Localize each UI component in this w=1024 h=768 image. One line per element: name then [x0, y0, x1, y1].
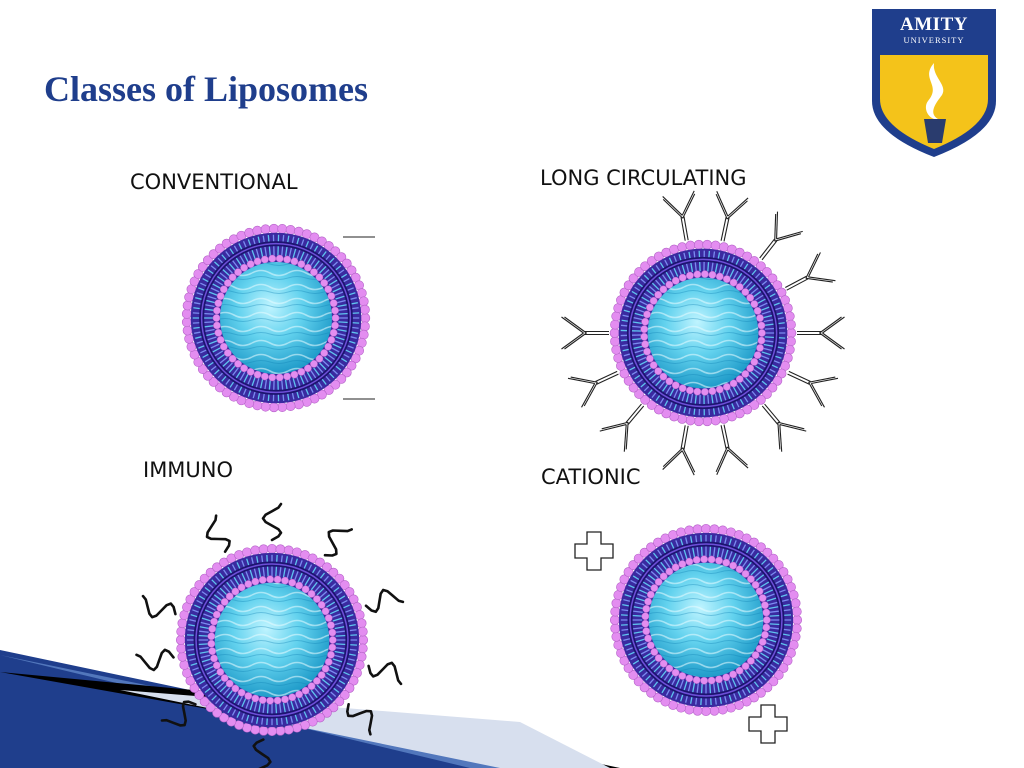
plus-charge-icon [748, 704, 788, 744]
immuno-label: IMMUNO [143, 458, 234, 482]
slide-title: Classes of Liposomes [44, 69, 369, 109]
polymer-chain-icon [323, 528, 353, 557]
long-circulating-label: LONG CIRCULATING [540, 166, 747, 190]
antibody-icon [759, 211, 803, 261]
conventional-leader-lines [343, 236, 375, 400]
polymer-chain-icon [141, 594, 177, 619]
antibody-markers [561, 190, 845, 476]
plus-charge-icon [574, 531, 614, 571]
polymer-chain-icon [346, 703, 374, 736]
antibody-icon [561, 316, 609, 350]
university-logo: AMITY UNIVERSITY [868, 5, 1000, 160]
polymer-chain-icon [367, 661, 403, 686]
polymer-chain-icon [364, 588, 405, 614]
conventional-label: CONVENTIONAL [130, 170, 298, 194]
antibody-icon [787, 370, 839, 408]
antibody-icon [662, 425, 696, 476]
conventional-liposome [181, 223, 371, 413]
polymer-chain-markers [135, 502, 405, 768]
polymer-chain-icon [205, 514, 231, 553]
antibody-icon [785, 252, 836, 291]
logo-name: AMITY [900, 14, 968, 35]
antibody-icon [715, 191, 749, 242]
torch-flame-icon [925, 63, 944, 120]
antibody-icon [761, 403, 807, 452]
long-circulating-liposome [609, 239, 797, 427]
cationic-charge-markers [574, 531, 788, 744]
antibody-icon [567, 370, 619, 408]
polymer-chain-icon [160, 700, 197, 727]
polymer-chain-icon [135, 648, 175, 672]
antibody-icon [797, 316, 845, 350]
cationic-label: CATIONIC [541, 465, 641, 489]
cationic-liposome [609, 523, 803, 717]
antibody-icon [662, 190, 696, 241]
immuno-liposome [175, 543, 369, 737]
polymer-chain-icon [252, 738, 272, 768]
logo-subtitle: UNIVERSITY [903, 35, 965, 45]
antibody-icon [599, 403, 645, 452]
antibody-icon [715, 424, 749, 475]
polymer-chain-icon [261, 502, 283, 542]
